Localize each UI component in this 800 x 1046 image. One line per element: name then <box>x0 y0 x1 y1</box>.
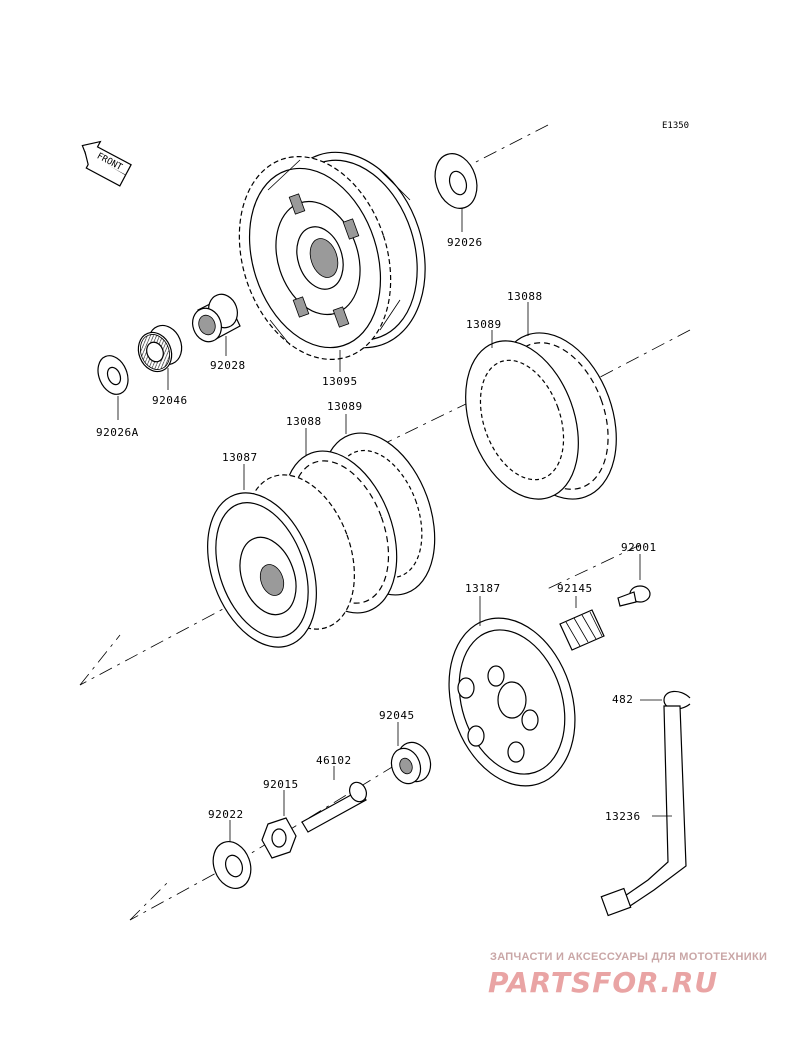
label-92026A: 92026A <box>96 426 139 439</box>
needle-bearing-92046 <box>137 324 183 373</box>
label-92015: 92015 <box>263 778 299 791</box>
part-labels: 92026 13095 92028 92046 92026A 13088 130… <box>96 236 657 823</box>
sleeve-92028 <box>192 293 241 343</box>
label-13089-top: 13089 <box>466 318 502 331</box>
label-92145: 92145 <box>557 582 593 595</box>
ball-bearing-92045 <box>390 741 432 785</box>
clutch-housing-13095 <box>238 151 426 360</box>
nut-92015 <box>261 817 297 859</box>
label-13236: 13236 <box>605 810 641 823</box>
watermark: ЗАПЧАСТИ И АКСЕССУАРЫ ДЛЯ МОТОТЕХНИКИ PA… <box>488 951 767 999</box>
label-13088-mid: 13088 <box>286 415 322 428</box>
label-13187: 13187 <box>465 582 501 595</box>
leader-lines <box>117 208 672 842</box>
label-92026: 92026 <box>447 236 483 249</box>
watermark-logo: PARTSFOR.RU <box>488 966 718 999</box>
washer-92026A <box>97 355 129 395</box>
label-482: 482 <box>612 693 633 706</box>
label-92022: 92022 <box>208 808 244 821</box>
label-46102: 46102 <box>316 754 352 767</box>
label-92046: 92046 <box>152 394 188 407</box>
washer-92026 <box>434 153 478 209</box>
label-92028: 92028 <box>210 359 246 372</box>
label-92045: 92045 <box>379 709 415 722</box>
push-rod-46102 <box>301 781 367 833</box>
watermark-tagline: ЗАПЧАСТИ И АКСЕССУАРЫ ДЛЯ МОТОТЕХНИКИ <box>490 951 767 963</box>
bolt-92001 <box>617 585 651 607</box>
spring-92145 <box>559 609 605 651</box>
push-lever-13236 <box>600 705 687 917</box>
label-92001: 92001 <box>621 541 657 554</box>
clutch-hub-13087 <box>207 474 355 648</box>
label-13095: 13095 <box>322 375 358 388</box>
label-13088-top: 13088 <box>507 290 543 303</box>
diagram-code: E1350 <box>662 121 689 131</box>
front-arrow-icon: FRONT <box>81 140 132 187</box>
pressure-plate-13187 <box>448 617 576 787</box>
label-13087: 13087 <box>222 451 258 464</box>
label-13089-mid: 13089 <box>327 400 363 413</box>
washer-92022 <box>212 841 252 889</box>
steel-plate-13089-top <box>465 340 579 500</box>
